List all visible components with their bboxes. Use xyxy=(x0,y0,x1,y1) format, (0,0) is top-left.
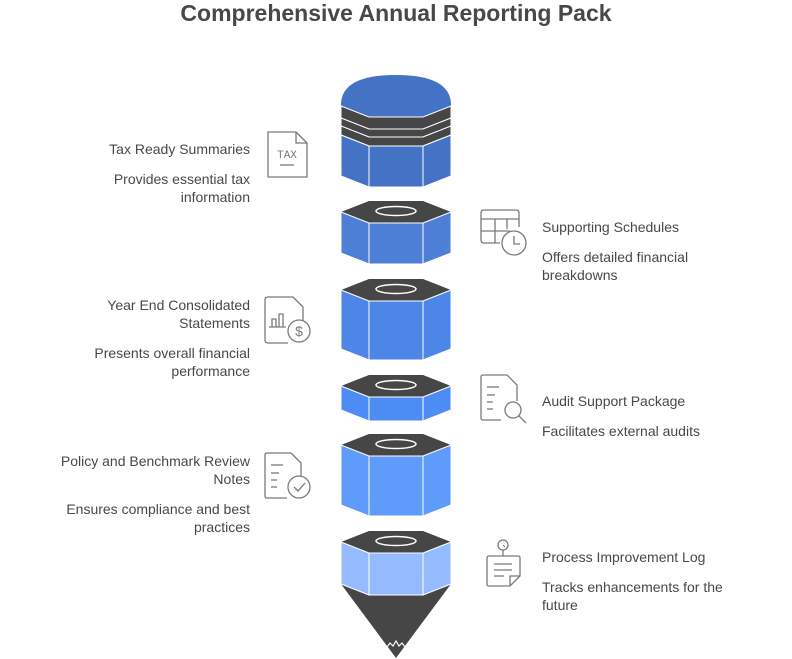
layer-4-audit-support xyxy=(340,375,452,422)
layer-1-face-front xyxy=(368,145,424,188)
item-heading: Tax Ready Summaries xyxy=(109,141,250,157)
item-heading: Audit Support Package xyxy=(542,393,686,409)
item-heading: Supporting Schedules xyxy=(542,219,679,235)
item-description: Presents overall financial performance xyxy=(94,345,250,379)
layer-6-process-improvement xyxy=(340,531,452,658)
item-process-improvement-log: Process Improvement Log Tracks enhanceme… xyxy=(542,548,757,614)
item-audit-support-package: Audit Support Package Facilitates extern… xyxy=(542,392,742,440)
layer-1-tax-ready-summaries xyxy=(340,75,452,188)
layer-2-supporting-schedules xyxy=(340,201,452,265)
item-description: Ensures compliance and best practices xyxy=(66,501,250,535)
layer-6-cone-break xyxy=(386,639,406,648)
diagram-title: Comprehensive Annual Reporting Pack xyxy=(180,0,612,26)
document-search-icon xyxy=(479,373,531,425)
item-heading: Year End Consolidated Statements xyxy=(107,297,250,331)
item-description: Tracks enhancements for the future xyxy=(542,579,723,613)
layer-3-year-end-statements xyxy=(340,279,452,361)
item-supporting-schedules: Supporting Schedules Offers detailed fin… xyxy=(542,218,742,284)
item-policy-benchmark-review: Policy and Benchmark Review Notes Ensure… xyxy=(30,452,250,536)
svg-text:$: $ xyxy=(295,323,303,339)
item-year-end-statements: Year End Consolidated Statements Present… xyxy=(60,296,250,380)
layer-1-face-right xyxy=(422,134,452,188)
item-heading: Policy and Benchmark Review Notes xyxy=(60,453,250,487)
layer-6-cone xyxy=(341,584,451,658)
document-check-icon xyxy=(263,451,315,503)
item-heading: Process Improvement Log xyxy=(542,549,706,565)
table-clock-icon xyxy=(478,207,530,259)
layer-5-policy-review xyxy=(340,434,452,517)
item-description: Facilitates external audits xyxy=(542,423,700,439)
item-description: Offers detailed financial breakdowns xyxy=(542,249,689,283)
financial-statement-icon: $ xyxy=(262,295,314,347)
pinned-note-icon xyxy=(484,538,526,590)
item-tax-ready-summaries: Tax Ready Summaries Provides essential t… xyxy=(60,140,250,206)
layer-1-top-dome xyxy=(341,75,451,128)
tax-document-icon: TAX xyxy=(264,130,310,180)
item-description: Provides essential tax information xyxy=(113,171,250,205)
tax-icon-text: TAX xyxy=(277,150,297,162)
